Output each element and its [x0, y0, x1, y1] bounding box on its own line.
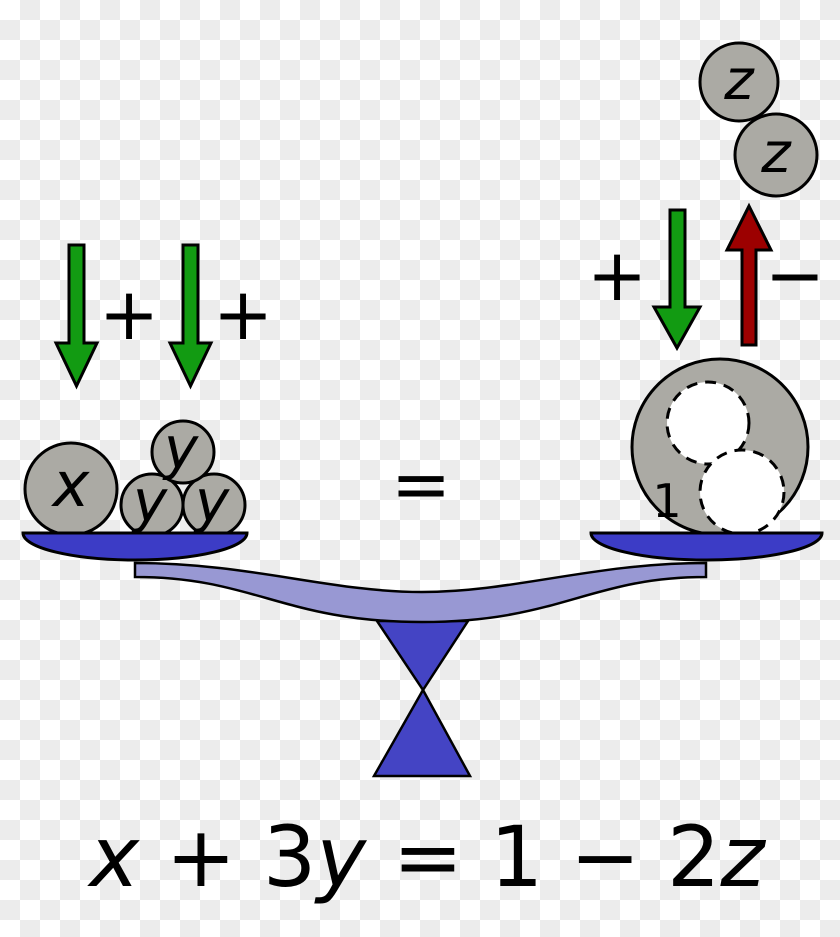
equation-var-z: z: [720, 808, 767, 906]
equation-op-plus3: + 3: [139, 808, 316, 906]
removed-z-weights: z z: [698, 41, 819, 198]
z-label-1: z: [723, 48, 755, 113]
green-down-arrow-2: [167, 243, 214, 390]
weight-label-one: 1: [652, 474, 681, 528]
balance-beam: [133, 561, 708, 624]
z-circle-2: [733, 112, 819, 198]
equation-var-x: x: [86, 808, 140, 906]
minus-sign-right: −: [765, 233, 825, 317]
left-pan: [21, 531, 249, 562]
red-up-arrow: [724, 202, 774, 347]
left-pan-weights: x y y y: [23, 414, 247, 538]
weight-label-y-top: y: [162, 414, 199, 482]
removed-z-circle-1: [665, 380, 751, 466]
plus-sign-left-2: +: [213, 272, 273, 356]
equation-eq-1-minus-2: = 1 − 2: [366, 808, 720, 906]
right-add-remove-arrows: + −: [587, 202, 825, 352]
fulcrum-top-triangle: [374, 619, 471, 693]
left-add-arrows: + +: [53, 243, 273, 390]
equation-var-y: y: [313, 808, 367, 906]
equals-sign: =: [391, 442, 451, 526]
z-label-2: z: [760, 121, 792, 186]
weight-label-y-bottom-left: y: [131, 467, 168, 535]
right-pan-weights: 1: [630, 357, 810, 537]
z-circle-1: [698, 41, 780, 123]
equation-text: x + 3y = 1 − 2z: [86, 808, 766, 906]
right-pan: [589, 531, 824, 562]
weight-label-x: x: [51, 448, 91, 521]
weight-circle-y-top: [150, 419, 216, 485]
green-down-arrow-right: [651, 208, 703, 352]
removed-z-circle-2: [698, 448, 786, 536]
fulcrum: [371, 619, 473, 778]
plus-sign-right: +: [587, 233, 647, 317]
plus-sign-left-1: +: [99, 272, 159, 356]
green-down-arrow-1: [53, 243, 100, 390]
fulcrum-bottom-triangle: [371, 687, 473, 778]
